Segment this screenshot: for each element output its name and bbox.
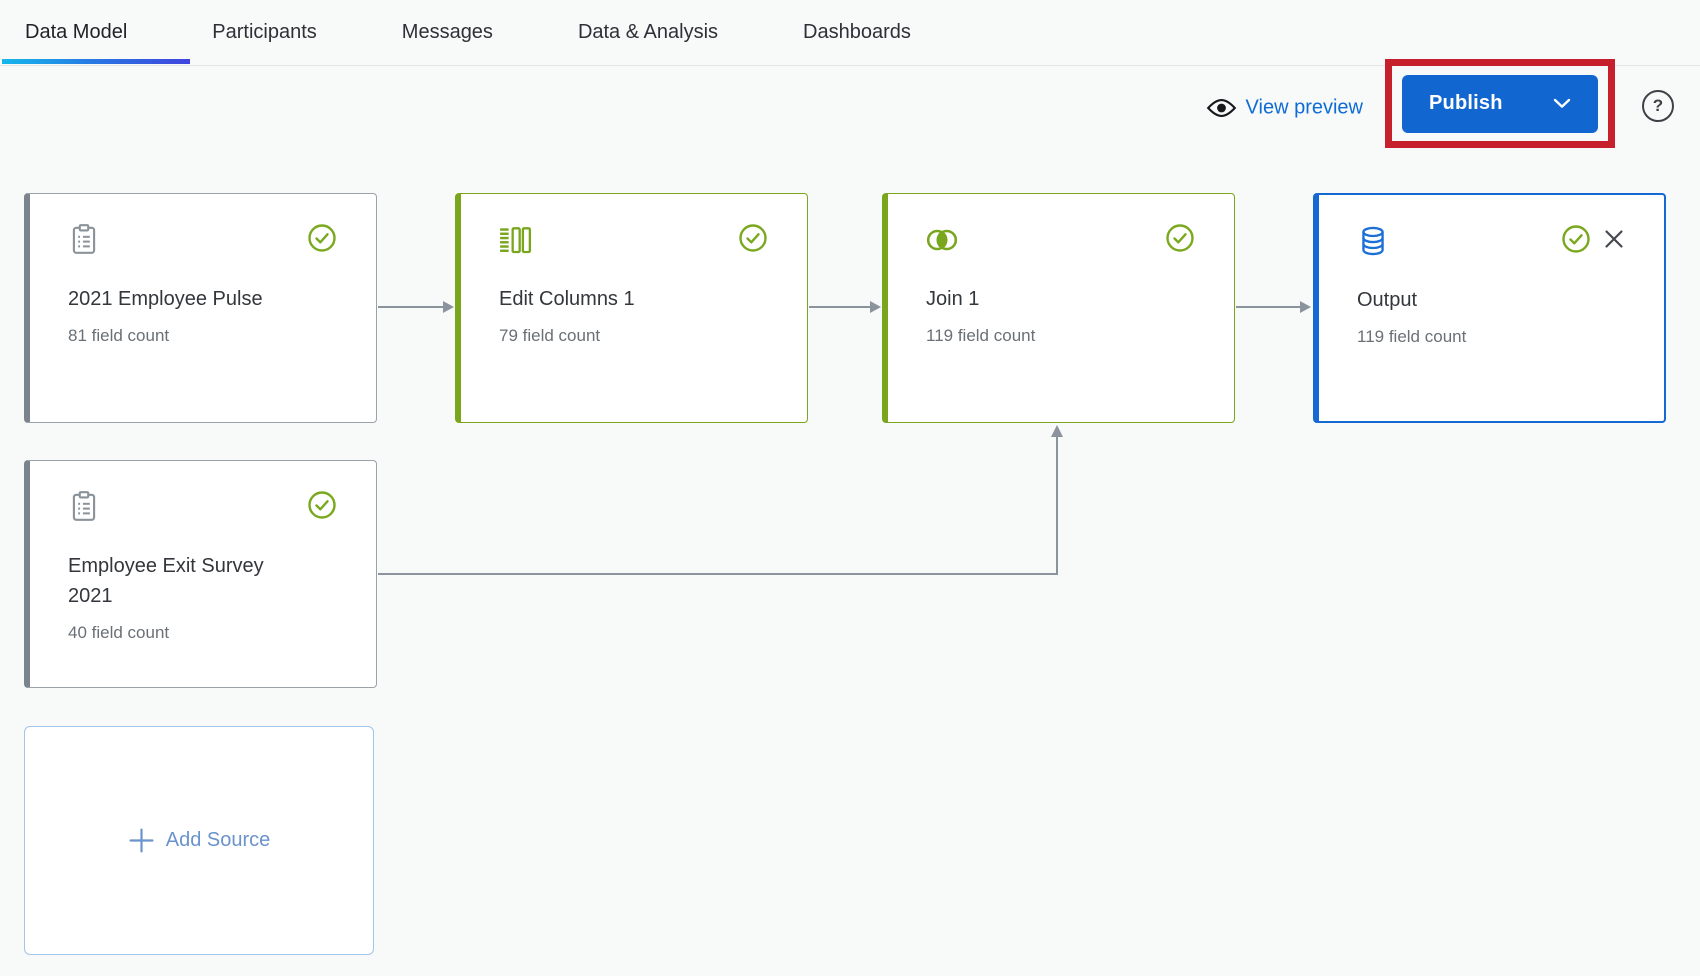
survey-source-icon <box>72 491 96 521</box>
edit-columns-icon <box>500 227 532 254</box>
node-field-count: 119 field count <box>1357 327 1467 346</box>
node-head <box>67 490 337 524</box>
view-preview-label: View preview <box>1245 96 1363 119</box>
close-icon[interactable] <box>1603 228 1625 250</box>
top-nav: Data Model Participants Messages Data & … <box>0 0 1700 66</box>
chevron-down-icon <box>1553 98 1571 108</box>
tab-messages[interactable]: Messages <box>401 21 493 43</box>
check-circle-icon <box>1562 225 1590 253</box>
join-icon <box>926 229 958 251</box>
node-title: 2021 Employee Pulse <box>68 288 263 310</box>
publish-label: Publish <box>1429 92 1503 114</box>
tab-dashboards[interactable]: Dashboards <box>803 21 911 43</box>
add-source-label: Add Source <box>165 829 271 851</box>
survey-source-icon <box>72 224 96 254</box>
eye-icon <box>1206 99 1236 117</box>
check-circle-icon <box>1166 224 1194 252</box>
add-source-button[interactable]: Add Source <box>24 726 374 955</box>
node-field-count: 119 field count <box>926 326 1036 345</box>
arrowhead <box>1300 301 1311 313</box>
node-title: Employee Exit Survey 2021 <box>68 555 264 607</box>
help-button[interactable]: ? <box>1642 90 1674 122</box>
check-circle-icon <box>308 224 336 252</box>
node-head <box>498 223 768 257</box>
publish-highlight-annotation: Publish <box>1385 59 1615 148</box>
node-edit-columns-1[interactable]: Edit Columns 1 79 field count <box>455 193 808 423</box>
node-field-count: 81 field count <box>68 326 170 345</box>
tab-data-model[interactable]: Data Model <box>1 0 191 66</box>
node-field-count: 40 field count <box>68 623 170 642</box>
help-icon: ? <box>1652 96 1664 115</box>
view-preview-button[interactable]: View preview <box>1206 97 1363 120</box>
check-circle-icon <box>308 491 336 519</box>
tab-data-analysis[interactable]: Data & Analysis <box>577 21 719 43</box>
node-head <box>67 223 337 257</box>
check-circle-icon <box>739 224 767 252</box>
node-title: Output <box>1357 289 1418 311</box>
tab-participants[interactable]: Participants <box>212 21 317 43</box>
node-title: Edit Columns 1 <box>499 288 635 310</box>
node-field-count: 79 field count <box>499 326 601 345</box>
node-head <box>925 223 1195 257</box>
node-title: Join 1 <box>926 288 980 310</box>
toolbar: View preview Publish ? <box>0 59 1700 150</box>
arrowhead <box>870 301 881 313</box>
node-2021-employee-pulse[interactable]: 2021 Employee Pulse 81 field count <box>24 193 377 423</box>
node-head <box>1356 224 1625 258</box>
node-output[interactable]: Output 119 field count <box>1313 193 1666 423</box>
node-join-1[interactable]: Join 1 119 field count <box>882 193 1235 423</box>
plus-icon <box>129 828 154 853</box>
arrowhead <box>1051 425 1063 437</box>
node-employee-exit-survey-2021[interactable]: Employee Exit Survey 2021 40 field count <box>24 460 377 688</box>
database-icon <box>1362 226 1384 256</box>
publish-button[interactable]: Publish <box>1402 74 1598 133</box>
connector-exitsurvey-to-join <box>378 437 1058 575</box>
arrowhead <box>443 301 454 313</box>
